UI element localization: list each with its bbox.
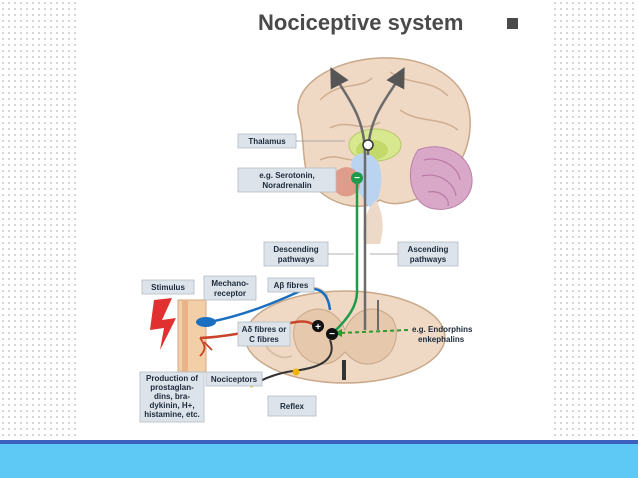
svg-text:dykinin, H+,: dykinin, H+, xyxy=(149,401,194,410)
label-adelta-c-fibres: Aδ fibres or C fibres xyxy=(237,321,291,347)
svg-text:receptor: receptor xyxy=(214,289,246,298)
stimulus-lightning-icon xyxy=(150,298,176,350)
descending-pathway-line xyxy=(335,178,359,331)
svg-text:Stimulus: Stimulus xyxy=(151,283,185,292)
ascending-pathway-line xyxy=(330,67,367,330)
synapse-plus: + xyxy=(312,320,324,333)
svg-text:pathways: pathways xyxy=(278,255,315,264)
svg-text:e.g. Serotonin,: e.g. Serotonin, xyxy=(259,171,315,180)
label-abeta-fibres: Aβ fibres xyxy=(267,277,315,293)
page-title: Nociceptive system xyxy=(258,10,464,35)
svg-text:Thalamus: Thalamus xyxy=(248,137,286,146)
thalamus-synapse-icon xyxy=(362,139,374,151)
reflex-junction-icon xyxy=(292,368,300,376)
minus-symbol: − xyxy=(329,329,335,340)
endorphins-dashed-line xyxy=(339,329,409,334)
svg-text:C fibres: C fibres xyxy=(249,335,279,344)
svg-text:Ascending: Ascending xyxy=(408,245,449,254)
reflex-pathway-line xyxy=(257,339,333,383)
svg-text:Aδ fibres or: Aδ fibres or xyxy=(242,325,287,334)
svg-text:Reflex: Reflex xyxy=(280,402,305,411)
label-endorphins: e.g. Endorphins enkephalins xyxy=(412,325,473,344)
svg-text:enkephalins: enkephalins xyxy=(418,335,465,344)
svg-text:Mechano-: Mechano- xyxy=(211,279,249,288)
svg-text:Aβ fibres: Aβ fibres xyxy=(274,281,309,290)
svg-text:Nociceptors: Nociceptors xyxy=(211,375,258,384)
synapse-minus-top: − xyxy=(351,172,363,184)
label-mechanoreceptor: Mechano- receptor xyxy=(203,275,257,301)
svg-text:e.g. Endorphins: e.g. Endorphins xyxy=(412,325,473,334)
svg-text:prostaglan-: prostaglan- xyxy=(150,383,194,392)
plus-symbol: + xyxy=(315,322,321,333)
minus-symbol: − xyxy=(354,173,360,184)
brain-illustration xyxy=(297,57,473,244)
skin-tissue-illustration xyxy=(177,299,207,373)
svg-text:histamine, etc.: histamine, etc. xyxy=(144,410,200,419)
bottom-accent-band xyxy=(0,440,638,478)
nociceptor-ending-icon xyxy=(199,337,213,357)
label-serotonin: e.g. Serotonin, Noradrenalin xyxy=(237,167,337,193)
label-descending-pathways: Descending pathways xyxy=(263,241,329,267)
spinal-cord-illustration xyxy=(244,286,446,384)
label-nociceptors: Nociceptors xyxy=(205,371,263,387)
svg-text:Descending: Descending xyxy=(273,245,318,254)
label-thalamus: Thalamus xyxy=(237,133,297,149)
label-stimulus: Stimulus xyxy=(141,279,195,295)
endorphins-arrowhead-icon xyxy=(334,329,342,337)
label-production: Production of prostaglan- dins, bra- dyk… xyxy=(139,371,205,423)
svg-text:Noradrenalin: Noradrenalin xyxy=(262,181,311,190)
svg-text:dins, bra-: dins, bra- xyxy=(154,392,190,401)
svg-text:Production of: Production of xyxy=(146,374,198,383)
mechanoreceptor-icon xyxy=(196,317,216,327)
title-square-marker xyxy=(507,18,518,29)
synapse-minus-bottom: − xyxy=(326,328,338,340)
nociceptive-diagram: − + − Thalamus e.g. Serotonin, Noradrena… xyxy=(139,57,473,423)
svg-text:pathways: pathways xyxy=(410,255,447,264)
label-reflex: Reflex xyxy=(267,395,317,417)
label-ascending-pathways: Ascending pathways xyxy=(397,241,459,267)
